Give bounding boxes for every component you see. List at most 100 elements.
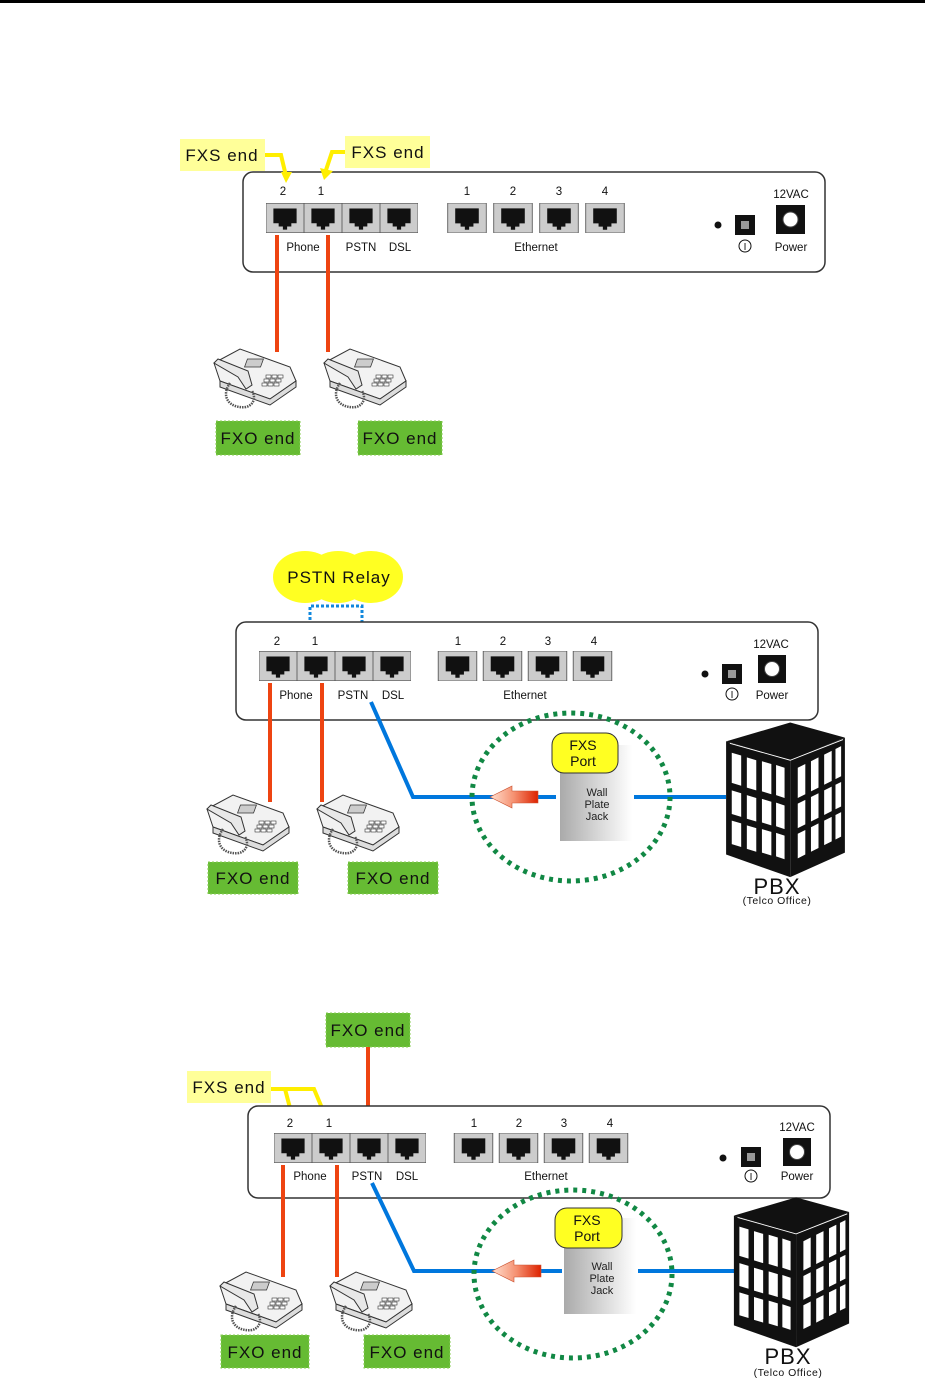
- status-led: [719, 1154, 727, 1162]
- ethernet-port-1[interactable]: [453, 1133, 494, 1163]
- pstn-label: PSTN: [346, 242, 377, 254]
- fxs-end-label-bg-right: [345, 136, 430, 168]
- phone-port-number-2: 2: [280, 186, 286, 198]
- ethernet-port-1[interactable]: [437, 651, 478, 681]
- ethernet-port-2[interactable]: [482, 651, 523, 681]
- pbx-label: PBX: [753, 874, 800, 899]
- dsl-label: DSL: [396, 1171, 419, 1183]
- phone-port-1[interactable]: [297, 651, 335, 681]
- wall-plate-label-line3: Jack: [586, 811, 609, 823]
- ethernet-port-4[interactable]: [585, 203, 625, 233]
- power-switch-symbol-icon: [738, 239, 752, 253]
- fxs-end-label: FXS end: [192, 1078, 265, 1097]
- ethernet-port-2[interactable]: [493, 203, 533, 233]
- power-jack-hole: [782, 211, 799, 228]
- telephone-icon: [218, 1270, 304, 1332]
- fxo-end-label-right: FXO end: [355, 869, 430, 888]
- fxs-arrows: [271, 1087, 324, 1109]
- phone-port-1[interactable]: [312, 1133, 350, 1163]
- fxs-port-badge: [551, 732, 619, 774]
- phone-port-2[interactable]: [274, 1133, 312, 1163]
- telephone-icon: [212, 347, 298, 409]
- device-panel: 2 1 Phone PSTN DSL 1 2 3 4 Ethernet I 12…: [242, 171, 826, 273]
- fxs-arrowhead-left: [281, 172, 292, 183]
- phone-port-2[interactable]: [266, 203, 304, 233]
- power-switch-symbol-icon: [725, 687, 739, 701]
- status-led: [714, 221, 722, 229]
- wall-plate-label-line1: Wall: [587, 787, 608, 799]
- pstn-port[interactable]: [350, 1133, 388, 1163]
- power-rating: 12VAC: [773, 189, 809, 201]
- phone-port-number-1: 1: [326, 1118, 332, 1130]
- fxo-end-label-bg-left: [220, 1334, 310, 1369]
- fxs-port-label-line1: FXS: [569, 737, 596, 753]
- ethernet-port-3[interactable]: [539, 203, 579, 233]
- fxo-end-top-label: FXO end: [330, 1021, 405, 1040]
- dsl-port[interactable]: [380, 203, 418, 233]
- page-top-rule: [0, 0, 925, 3]
- fxs-arrow-left: [265, 153, 288, 177]
- power-label: Power: [781, 1171, 814, 1183]
- ethernet-port-number-1: 1: [464, 186, 470, 198]
- phone-label: Phone: [279, 690, 312, 702]
- ethernet-port-number-2: 2: [500, 636, 506, 648]
- ethernet-port-number-3: 3: [561, 1118, 567, 1130]
- ethernet-port-number-4: 4: [602, 186, 609, 198]
- fxo-end-label-bg-left: [215, 420, 301, 456]
- device-panel: 2 1 Phone PSTN DSL 1 2 3 4 Ethernet I 12…: [235, 621, 819, 721]
- pstn-port[interactable]: [342, 203, 380, 233]
- wall-jack-boundary: [471, 1187, 675, 1361]
- dsl-port[interactable]: [373, 651, 411, 681]
- fxs-arrow-right: [324, 150, 345, 171]
- dsl-label: DSL: [389, 242, 412, 254]
- fxo-end-label-left: FXO end: [227, 1343, 302, 1362]
- pbx-label: PBX: [764, 1344, 811, 1369]
- pbx-sublabel: (Telco Office): [743, 895, 812, 907]
- ethernet-port-3[interactable]: [543, 1133, 584, 1163]
- power-rating: 12VAC: [779, 1122, 815, 1134]
- fxs-port-label-line2: Port: [574, 1228, 600, 1244]
- fxo-end-label-bg-left: [207, 861, 299, 895]
- ethernet-label: Ethernet: [514, 242, 558, 254]
- diagram-fxo-pstn: FXO end FXS end 2 1 Phone PSTN DSL 1 2 3…: [187, 1012, 850, 1379]
- ethernet-port-4[interactable]: [572, 651, 613, 681]
- fxs-port-badge: [554, 1207, 623, 1249]
- fxs-end-label-right: FXS end: [351, 143, 424, 162]
- power-switch-knob: [741, 221, 749, 229]
- pstn-port[interactable]: [335, 651, 373, 681]
- signal-arrow-left: [491, 1259, 542, 1283]
- power-switch-symbol: I: [744, 242, 747, 253]
- power-jack-hole: [764, 661, 780, 677]
- power-switch-symbol-icon: [744, 1169, 758, 1183]
- fxs-port-label-line1: FXS: [573, 1212, 600, 1228]
- phone-label: Phone: [286, 242, 319, 254]
- phone-port-2[interactable]: [259, 651, 297, 681]
- dsl-label: DSL: [382, 690, 405, 702]
- ethernet-port-2[interactable]: [498, 1133, 539, 1163]
- power-jack-hole: [789, 1144, 805, 1160]
- phone-port-number-2: 2: [287, 1118, 293, 1130]
- diagram-pstn-relay: PSTN Relay 2 1 Phone PSTN DSL 1 2 3 4 Et…: [205, 551, 846, 907]
- pstn-relay-label: PSTN Relay: [287, 568, 391, 587]
- ethernet-port-number-1: 1: [471, 1118, 477, 1130]
- fxs-end-label-bg: [187, 1071, 271, 1103]
- phone-port-1[interactable]: [304, 203, 342, 233]
- telephone-icon: [328, 1270, 414, 1332]
- fxo-end-label-right: FXO end: [362, 429, 437, 448]
- ethernet-port-number-3: 3: [556, 186, 562, 198]
- telephone-icon: [205, 793, 291, 855]
- ethernet-port-number-4: 4: [591, 636, 598, 648]
- telephone-icon: [315, 793, 401, 855]
- pstn-label: PSTN: [338, 690, 369, 702]
- power-label: Power: [756, 690, 789, 702]
- fxs-end-label-left: FXS end: [185, 146, 258, 165]
- wall-jack-boundary: [469, 710, 673, 884]
- ethernet-port-1[interactable]: [447, 203, 487, 233]
- ethernet-port-3[interactable]: [527, 651, 568, 681]
- pstn-relay-bubble: [273, 551, 403, 603]
- dsl-port[interactable]: [388, 1133, 426, 1163]
- ethernet-label: Ethernet: [503, 690, 547, 702]
- telephone-icon: [322, 347, 408, 409]
- fxs-arrowhead-right: [320, 168, 333, 180]
- ethernet-port-4[interactable]: [588, 1133, 629, 1163]
